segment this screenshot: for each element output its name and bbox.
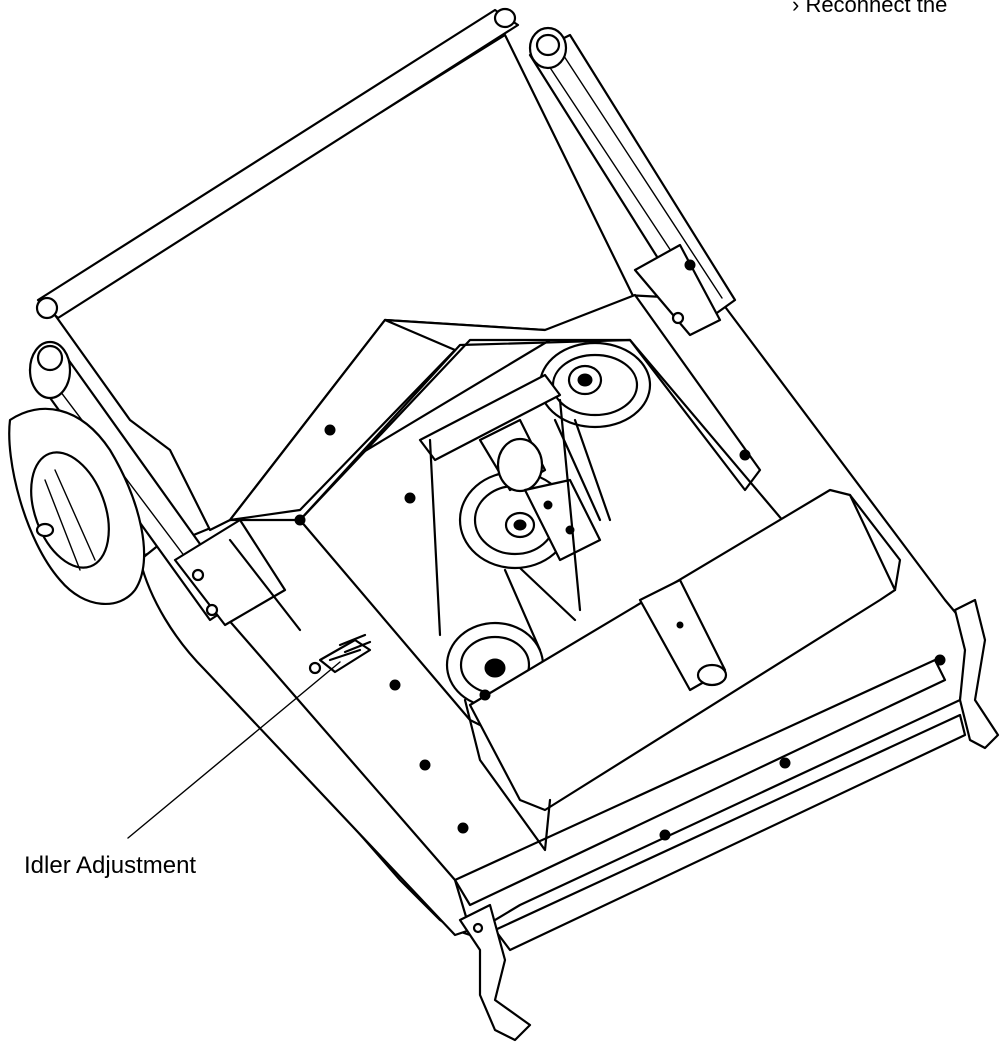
deck-front-lip: [453, 658, 947, 907]
drive-belt: [503, 418, 612, 652]
front-left-latch: [458, 903, 532, 1042]
left-mount-bracket: [173, 518, 287, 627]
idler-bracket: [523, 478, 602, 562]
roller-end-left: [35, 296, 59, 320]
left-wheel-hub: [30, 451, 110, 569]
handle-right-leg: [848, 493, 902, 592]
support-rod-left: [428, 438, 442, 637]
support-rod-right: [558, 398, 582, 612]
handle-left-leg: [463, 698, 552, 852]
roller-end-right: [493, 7, 517, 29]
left-spring-rod: [228, 538, 302, 632]
deck-front-rail: [493, 713, 967, 952]
top-note-text: › Reconnect the: [792, 0, 948, 17]
front-right-latch: [953, 598, 1000, 750]
idler-adjustment-label: Idler Adjustment: [24, 852, 197, 879]
right-mount-bracket: [633, 243, 722, 337]
idler-leader-line: [127, 661, 341, 839]
deck-bolts: [294, 259, 946, 841]
